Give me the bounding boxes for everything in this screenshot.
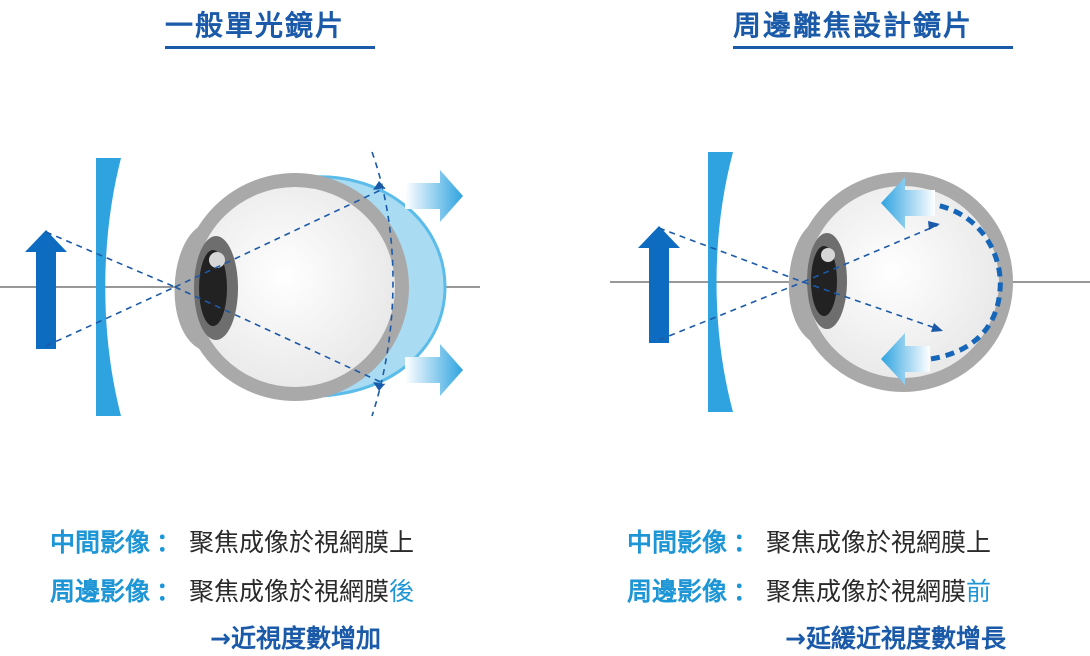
pupil	[811, 246, 837, 316]
object-arrow-icon	[25, 230, 67, 349]
caption-key: 周邊影像	[627, 577, 728, 606]
ray-arrowhead-top	[928, 221, 940, 230]
panel-peripheral-defocus-lens: 周邊離焦設計鏡片	[545, 0, 1090, 656]
caption-text: 聚焦成像於視網膜	[766, 577, 967, 606]
caption-accent: 前	[966, 577, 992, 606]
caption-result: →延緩近視度數增長	[785, 624, 1006, 653]
concave-lens	[708, 152, 733, 412]
caption-colon: ：	[156, 528, 182, 557]
cornea	[174, 224, 209, 351]
caption-result: →近視度數增加	[210, 624, 381, 653]
ray-arrowhead-bottom	[373, 382, 385, 391]
pupil-highlight	[209, 252, 225, 268]
ray-arrowhead-bottom	[931, 323, 943, 332]
single-vision-eye-diagram	[0, 151, 480, 417]
caption-text: 聚焦成像於視網膜上	[189, 528, 415, 557]
caption-key: 中間影像	[50, 528, 151, 557]
object-arrow-icon	[638, 226, 680, 343]
focus-shift-arrow-top-icon	[881, 177, 935, 229]
pupil-highlight	[821, 248, 835, 262]
title-underline	[733, 46, 1013, 49]
focus-shift-arrow-bottom-icon	[881, 333, 930, 385]
cornea	[788, 222, 821, 344]
concave-lens	[96, 158, 121, 416]
panel-single-vision-lens: 一般單光鏡片	[0, 9, 480, 653]
caption-peripheral-image: 周邊影像：聚焦成像於視網膜後	[50, 575, 414, 609]
elongation-arrow-bottom-icon	[405, 344, 463, 396]
caption-accent: 後	[389, 577, 415, 606]
caption-key: 周邊影像	[50, 577, 151, 606]
caption-center-image: 中間影像：聚焦成像於視網膜上	[50, 526, 414, 560]
ray-arrowhead-top	[373, 181, 385, 190]
caption-text: 聚焦成像於視網膜	[189, 577, 390, 606]
caption-colon: ：	[733, 577, 759, 606]
eyeball	[181, 173, 409, 401]
caption-colon: ：	[733, 528, 759, 557]
caption-key: 中間影像	[627, 528, 728, 557]
peripheral-defocus-eye-diagram	[610, 152, 1090, 412]
elongation-arrow-top-icon	[405, 170, 463, 222]
panel-title: 周邊離焦設計鏡片	[733, 9, 974, 42]
caption-colon: ：	[156, 577, 182, 606]
peripheral-focus-arc	[922, 200, 1003, 363]
caption-center-image: 中間影像：聚焦成像於視網膜上	[627, 526, 991, 560]
title-underline	[165, 46, 375, 49]
caption-text: 聚焦成像於視網膜上	[766, 528, 992, 557]
panel-title: 一般單光鏡片	[165, 9, 346, 42]
caption-peripheral-image: 周邊影像：聚焦成像於視網膜前	[627, 575, 991, 609]
